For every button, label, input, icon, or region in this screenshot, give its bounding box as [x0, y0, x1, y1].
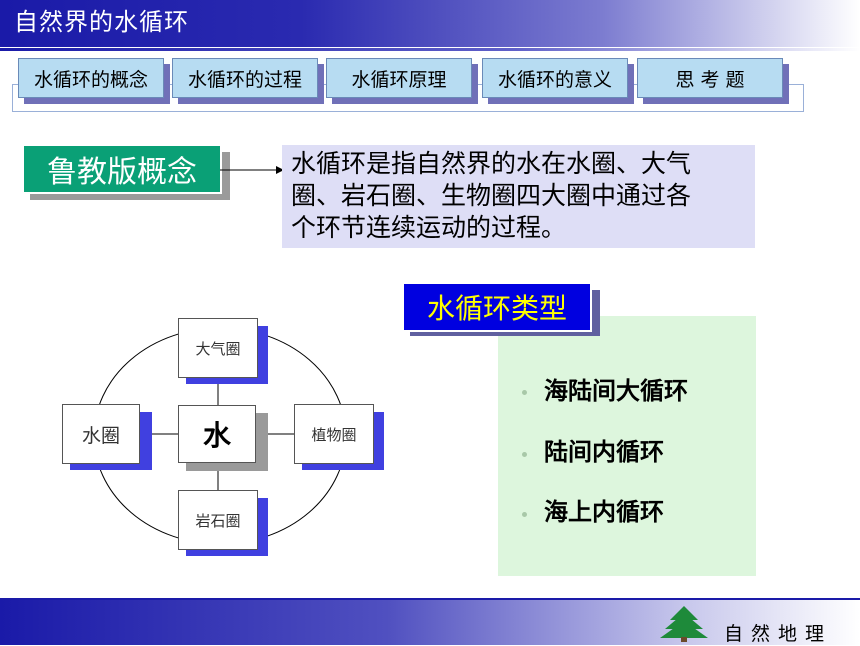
water-node: 水	[178, 405, 256, 463]
bullet-icon	[522, 452, 527, 457]
footer-bar	[0, 600, 860, 645]
concept-definition: 水循环是指自然界的水在水圈、大气 圈、岩石圈、生物圈四大圈中通过各 个环节连续运…	[282, 145, 755, 248]
tree-icon	[660, 606, 708, 642]
header-bar	[0, 0, 860, 47]
arrow-right-icon	[220, 166, 284, 174]
cycle-type-item: 海上内循环	[544, 498, 664, 526]
hydrosphere-node: 水圈	[62, 404, 140, 464]
tab-significance[interactable]: 水循环的意义	[482, 58, 628, 98]
tab-questions[interactable]: 思 考 题	[637, 58, 783, 98]
definition-line: 圈、岩石圈、生物圈四大圈中通过各	[291, 181, 692, 210]
vegetation-node: 植物圈	[294, 404, 374, 464]
cycle-type-item: 陆间内循环	[544, 438, 664, 466]
concept-label: 鲁教版概念	[22, 144, 222, 194]
footer-divider	[0, 598, 860, 600]
tab-principle[interactable]: 水循环原理	[326, 58, 472, 98]
cycle-types-title: 水循环类型	[402, 282, 592, 332]
bullet-icon	[522, 512, 527, 517]
cycle-type-item: 海陆间大循环	[544, 377, 688, 405]
cycle-types-panel	[498, 316, 756, 576]
atmosphere-node: 大气圈	[178, 318, 258, 378]
tab-process[interactable]: 水循环的过程	[172, 58, 318, 98]
definition-line: 水循环是指自然界的水在水圈、大气	[291, 149, 692, 178]
definition-line: 个环节连续运动的过程。	[291, 213, 567, 242]
bullet-icon	[522, 390, 527, 395]
slide-title: 自然界的水循环	[14, 8, 189, 36]
header-divider	[0, 48, 860, 51]
lithosphere-node: 岩石圈	[178, 490, 258, 550]
tab-concept[interactable]: 水循环的概念	[18, 58, 164, 98]
footer-label: 自然地理	[724, 623, 833, 645]
